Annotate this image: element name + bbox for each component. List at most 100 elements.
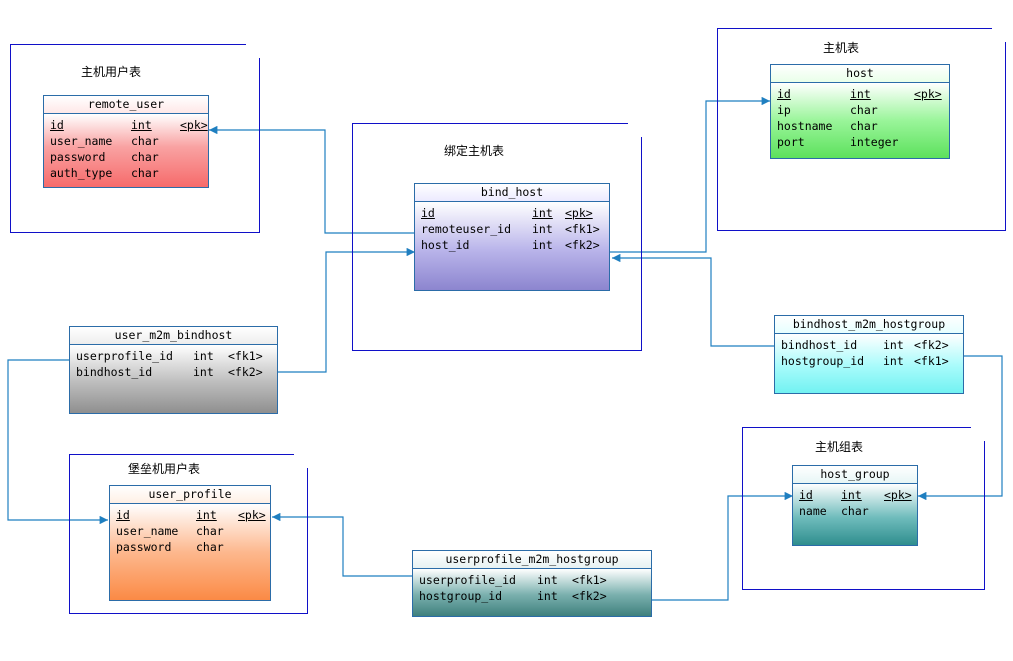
column-name: id: [116, 508, 130, 522]
column-type: int: [850, 87, 871, 101]
entity-name: user_m2m_bindhost: [70, 327, 277, 345]
column-type: int: [193, 349, 214, 363]
column-type: char: [131, 134, 159, 148]
column-key: <pk>: [914, 87, 942, 101]
column-name: password: [116, 540, 172, 554]
column-row: port integer: [777, 134, 943, 150]
column-name: user_name: [116, 524, 179, 538]
column-name: auth_type: [50, 166, 113, 180]
column-type: char: [196, 524, 224, 538]
entity-name: bindhost_m2m_hostgroup: [775, 316, 963, 334]
column-name: id: [777, 87, 791, 101]
package-fold-icon: [628, 123, 642, 137]
column-type: int: [131, 118, 152, 132]
column-name: hostname: [777, 119, 833, 133]
entity-name: bind_host: [415, 184, 609, 202]
column-key: <fk1>: [228, 349, 263, 363]
connector-bindhost-remoteuser: [209, 125, 415, 234]
entity-name: user_profile: [110, 486, 270, 504]
package-title: 主机用户表: [81, 65, 142, 79]
column-type: int: [883, 354, 904, 368]
package-fold-icon: [992, 28, 1006, 42]
column-key: <pk>: [884, 488, 912, 502]
column-name: port: [777, 135, 805, 149]
package-title: 堡垒机用户表: [128, 462, 201, 476]
column-key: <fk2>: [572, 589, 607, 603]
column-name: name: [799, 504, 827, 518]
entity-name: userprofile_m2m_hostgroup: [413, 551, 651, 569]
column-key: <fk2>: [228, 365, 263, 379]
column-row: auth_type char: [50, 165, 202, 181]
column-type: int: [193, 365, 214, 379]
column-row: user_name char: [50, 133, 202, 149]
entity-userprofile-m2m-hostgroup[interactable]: userprofile_m2m_hostgroup userprofile_id…: [412, 550, 652, 617]
column-row: bindhost_id int <fk2>: [781, 337, 957, 353]
column-key: <pk>: [238, 508, 266, 522]
connector-bindhostm2m-hostgroup: [918, 355, 1003, 501]
column-type: char: [841, 504, 869, 518]
column-row: name char: [799, 503, 911, 519]
package-title: 主机表: [823, 41, 860, 55]
column-name: id: [421, 206, 435, 220]
column-name: userprofile_id: [76, 349, 173, 363]
column-type: char: [850, 103, 878, 117]
column-name: ip: [777, 103, 791, 117]
package-host: 主机表: [717, 28, 1006, 231]
column-key: <fk2>: [914, 338, 949, 352]
column-type: char: [131, 166, 159, 180]
column-type: char: [196, 540, 224, 554]
connector-bindhost-host: [610, 96, 770, 253]
package-fold-icon: [971, 427, 985, 441]
column-name: bindhost_id: [781, 338, 858, 352]
entity-name: host: [771, 65, 949, 83]
package-title: 主机组表: [815, 440, 864, 454]
column-name: id: [50, 118, 64, 132]
connector-userm2m-bindhost: [278, 247, 415, 373]
column-row: bindhost_id int <fk2>: [76, 364, 271, 380]
column-name: bindhost_id: [76, 365, 153, 379]
column-type: int: [532, 238, 553, 252]
column-key: <fk1>: [565, 222, 600, 236]
column-row: user_name char: [116, 523, 264, 539]
column-type: integer: [850, 135, 899, 149]
connector-userm2m-userprofile: [7, 359, 108, 525]
column-key: <fk1>: [914, 354, 949, 368]
column-name: hostgroup_id: [781, 354, 865, 368]
column-key: <pk>: [565, 206, 593, 220]
column-type: int: [841, 488, 862, 502]
column-row: userprofile_id int <fk1>: [76, 348, 271, 364]
column-row: password char: [116, 539, 264, 555]
column-name: hostgroup_id: [419, 589, 503, 603]
column-name: user_name: [50, 134, 113, 148]
column-type: int: [532, 222, 553, 236]
package-fold-icon: [246, 44, 260, 58]
entity-name: remote_user: [44, 96, 208, 114]
package-bastion-user: 堡垒机用户表: [69, 454, 308, 614]
column-type: int: [883, 338, 904, 352]
package-title: 绑定主机表: [444, 144, 505, 158]
connector-bindhostm2m-bindhost: [612, 253, 774, 347]
connector-upm2m-hostgroup: [652, 491, 793, 601]
